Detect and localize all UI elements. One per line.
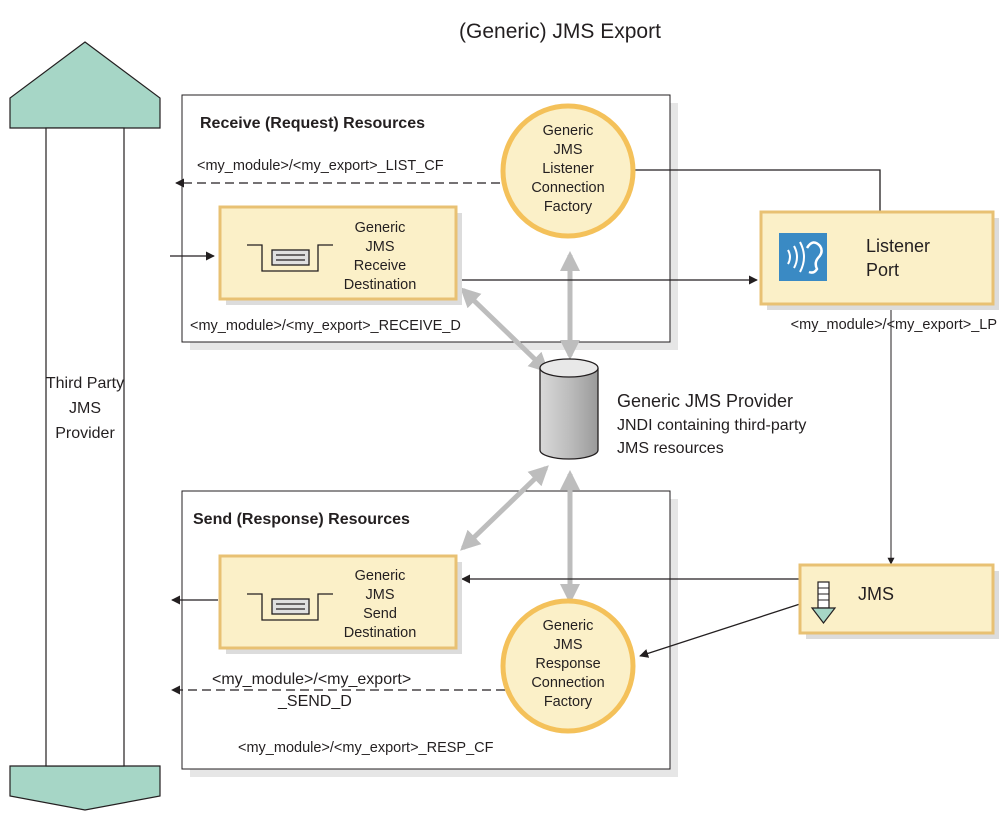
database-icon [539, 358, 599, 460]
response-cf-line-5: Factory [544, 694, 593, 710]
receive-dest-line-2: JMS [366, 239, 395, 255]
diagram-title: (Generic) JMS Export [459, 20, 661, 43]
response-cf-line-3: Response [535, 656, 600, 672]
third-party-line-3: Provider [55, 425, 115, 442]
listener-cf-line-2: JMS [554, 142, 583, 158]
listener-ear-icon [779, 233, 827, 281]
receive-dest-line-4: Destination [344, 277, 417, 293]
listener-port-jndi: <my_module>/<my_export>_LP [791, 317, 997, 333]
listener-port: Listener Port [759, 210, 999, 310]
listener-cf-line-4: Connection [531, 180, 604, 196]
provider-shaft [45, 127, 125, 767]
send-dest-jndi-line-1: <my_module>/<my_export> [212, 671, 411, 688]
send-dest-line-3: Send [363, 606, 397, 622]
listener-cf-line-1: Generic [543, 123, 594, 139]
response-cf-line-2: JMS [554, 637, 583, 653]
provider-line-1: Generic JMS Provider [617, 391, 793, 411]
send-dest-jndi-line-2: _SEND_D [277, 693, 352, 710]
send-dest-line-1: Generic [355, 568, 406, 584]
third-party-line-2: JMS [69, 400, 101, 417]
receive-destination: Generic JMS Receive Destination [218, 205, 462, 305]
jms-label: JMS [858, 584, 894, 604]
third-party-provider: Third Party JMS Provider [9, 41, 161, 811]
response-cf-line-1: Generic [543, 618, 594, 634]
send-group-title: Send (Response) Resources [193, 511, 410, 528]
up-arrow-head [9, 41, 161, 129]
third-party-line-1: Third Party [46, 375, 124, 392]
response-cf-line-4: Connection [531, 675, 604, 691]
jms-download-icon [810, 581, 837, 624]
provider-line-2: JNDI containing third-party [617, 417, 806, 434]
down-arrow-head [9, 765, 161, 811]
receive-group-title: Receive (Request) Resources [200, 115, 425, 132]
send-dest-line-4: Destination [344, 625, 417, 641]
provider-line-3: JMS resources [617, 440, 724, 457]
response-connection-factory: Generic JMS Response Connection Factory [500, 598, 636, 734]
listener-cf-line-5: Factory [544, 199, 593, 215]
listener-connection-factory: Generic JMS Listener Connection Factory [500, 103, 636, 239]
listener-port-line-1: Listener [866, 236, 930, 256]
listener-cf-jndi: <my_module>/<my_export>_LIST_CF [197, 158, 444, 174]
receive-dest-line-1: Generic [355, 220, 406, 236]
response-cf-jndi: <my_module>/<my_export>_RESP_CF [238, 740, 494, 756]
listener-port-line-2: Port [866, 260, 899, 280]
receive-dest-jndi: <my_module>/<my_export>_RECEIVE_D [190, 318, 461, 334]
receive-dest-line-3: Receive [354, 258, 406, 274]
queue-icon [247, 593, 333, 621]
flow-arrows [170, 165, 895, 695]
send-destination: Generic JMS Send Destination [218, 554, 462, 654]
queue-icon [247, 244, 333, 272]
jms-node: JMS [798, 563, 999, 639]
listener-cf-line-3: Listener [542, 161, 594, 177]
send-dest-line-2: JMS [366, 587, 395, 603]
